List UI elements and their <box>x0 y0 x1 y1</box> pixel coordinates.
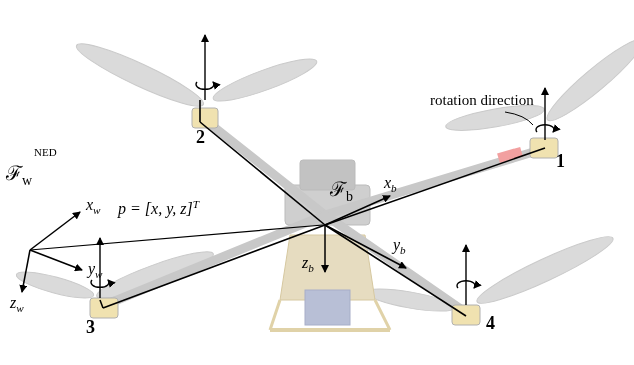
label-main: y <box>393 236 400 253</box>
label-main: z <box>10 294 16 311</box>
axis-label: xb <box>384 174 397 194</box>
annotation-text: rotation direction <box>430 92 534 109</box>
subscript: w <box>93 204 100 216</box>
frame-convention: NED <box>34 146 57 158</box>
label-main: 2 <box>196 127 205 147</box>
label-main: 3 <box>86 317 95 337</box>
motor-number: 3 <box>86 318 95 338</box>
subscript: b <box>391 182 397 194</box>
label-main: p = [x, y, z] <box>118 200 193 217</box>
axis-label: yw <box>88 260 103 280</box>
label-main: rotation direction <box>430 92 534 108</box>
motor-number: 4 <box>486 314 495 334</box>
motor-number: 2 <box>196 128 205 148</box>
label-main: y <box>88 260 95 277</box>
label-main: 4 <box>486 313 495 333</box>
label-main: x <box>384 174 391 191</box>
label-main: 1 <box>556 151 565 171</box>
subscript: w <box>22 173 32 188</box>
frame-label: ℱb <box>330 178 353 204</box>
subscript: b <box>400 244 406 256</box>
subscript: w <box>95 268 102 280</box>
frame-label: ℱw <box>6 162 32 188</box>
axis-label: xw <box>86 196 101 216</box>
subscript: b <box>308 262 314 274</box>
subscript: b <box>346 189 353 204</box>
motor-number: 1 <box>556 152 565 172</box>
position-vector-label: p = [x, y, z]T <box>118 198 199 218</box>
label-main: ℱ <box>330 178 346 200</box>
axis-label: zw <box>10 294 24 314</box>
label-main: ℱ <box>6 162 22 184</box>
label-main: z <box>302 254 308 271</box>
label-main: NED <box>34 146 57 158</box>
label-main: x <box>86 196 93 213</box>
subscript: w <box>16 302 23 314</box>
axis-label: zb <box>302 254 314 274</box>
axis-label: yb <box>393 236 406 256</box>
superscript: T <box>193 198 199 210</box>
